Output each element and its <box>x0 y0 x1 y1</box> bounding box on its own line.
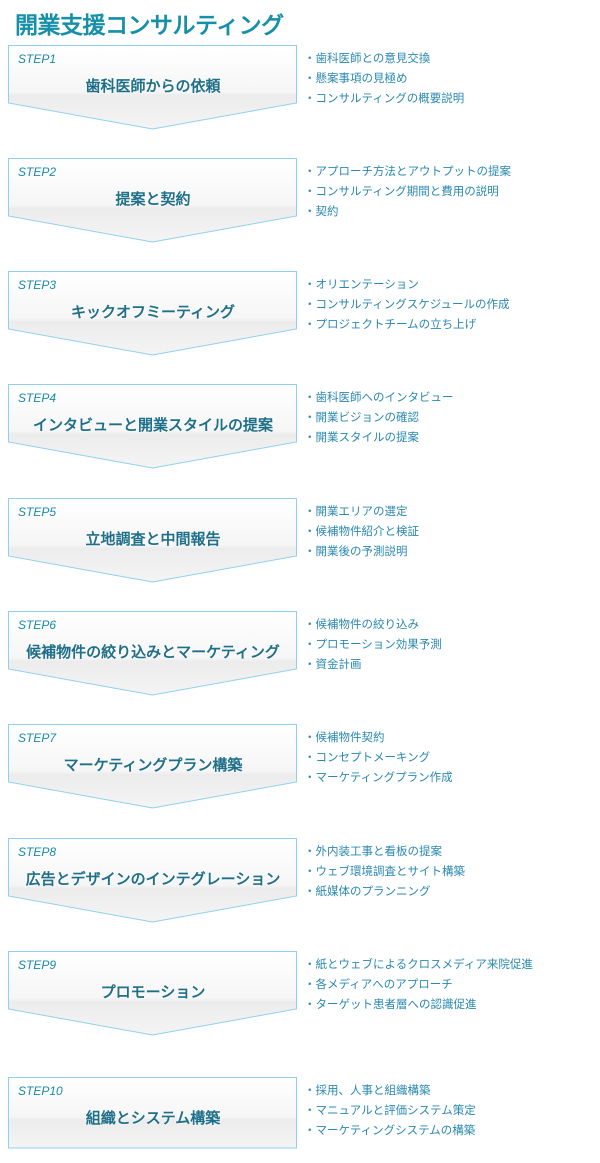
step-title: 広告とデザインのインテグレーション <box>25 870 281 888</box>
step-title: 歯科医師からの依頼 <box>85 77 221 95</box>
step-details: アプローチ方法とアウトプットの提案コンサルティング期間と費用の説明契約 <box>304 161 512 221</box>
step-title: 候補物件の絞り込みとマーケティング <box>26 643 280 661</box>
step-title: 提案と契約 <box>115 190 191 208</box>
step-detail-item: 各メディアへのアプローチ <box>304 974 533 994</box>
step-label: STEP10 <box>18 1084 63 1098</box>
step-box: STEP6 候補物件の絞り込みとマーケティング <box>8 611 298 697</box>
step-detail-item: 資金計画 <box>304 654 442 674</box>
step-detail-item: マニュアルと評価システム策定 <box>304 1100 476 1120</box>
step-box: STEP3 キックオフミーティング <box>8 271 298 357</box>
step-detail-item: 候補物件の絞り込み <box>304 614 442 634</box>
step-details: 採用、人事と組織構築マニュアルと評価システム策定マーケティングシステムの構築 <box>304 1080 476 1140</box>
step-detail-item: 歯科医師との意見交換 <box>304 48 464 68</box>
step-box: STEP1 歯科医師からの依頼 <box>8 45 298 131</box>
step-details: 歯科医師との意見交換懸案事項の見極めコンサルティングの概要説明 <box>304 48 465 108</box>
step-box: STEP4 インタビューと開業スタイルの提案 <box>8 384 298 470</box>
page-title: 開業支援コンサルティング <box>15 13 284 39</box>
step-label: STEP6 <box>18 618 57 632</box>
step-detail-item: 契約 <box>304 201 511 221</box>
step-detail-item: コンセプトメーキング <box>304 747 453 767</box>
step-detail-item: 歯科医師へのインタビュー <box>304 387 454 407</box>
step-detail-item: 懸案事項の見極め <box>304 68 464 88</box>
step-detail-item: コンサルティングスケジュールの作成 <box>304 294 510 314</box>
step-details: 開業エリアの選定候補物件紹介と検証開業後の予測説明 <box>304 501 420 561</box>
step-details: 候補物件の絞り込みプロモーション効果予測資金計画 <box>304 614 442 674</box>
step-detail-item: マーケティングプラン作成 <box>304 767 453 787</box>
step-title: プロモーション <box>100 983 206 1001</box>
step-detail-item: 外内装工事と看板の提案 <box>304 841 465 861</box>
step-arrow-shape <box>8 384 297 469</box>
step-detail-item: マーケティングシステムの構築 <box>304 1120 476 1140</box>
step-detail-item: オリエンテーション <box>304 274 510 294</box>
step-label: STEP4 <box>18 391 57 405</box>
step-detail-item: 候補物件紹介と検証 <box>304 521 420 541</box>
step-arrow-shape <box>8 498 297 583</box>
step-arrow-shape <box>8 158 297 243</box>
step-details: 候補物件契約コンセプトメーキングマーケティングプラン作成 <box>304 727 453 787</box>
step-title: 立地調査と中間報告 <box>85 530 221 548</box>
step-label: STEP5 <box>18 505 57 519</box>
step-title: キックオフミーティング <box>70 303 236 321</box>
step-title: マーケティングプラン構築 <box>63 756 243 774</box>
step-box: STEP7 マーケティングプラン構築 <box>8 724 298 810</box>
step-details: 歯科医師へのインタビュー開業ビジョンの確認開業スタイルの提案 <box>304 387 454 447</box>
step-label: STEP1 <box>18 52 57 66</box>
step-arrow-shape <box>8 1077 297 1149</box>
step-detail-item: 紙とウェブによるクロスメディア来院促進 <box>304 954 533 974</box>
step-detail-item: 開業スタイルの提案 <box>304 427 454 447</box>
step-details: 外内装工事と看板の提案ウェブ環境調査とサイト構築紙媒体のプランニング <box>304 841 466 901</box>
step-detail-item: 採用、人事と組織構築 <box>304 1080 476 1100</box>
step-arrow-shape <box>8 611 297 696</box>
step-arrow-shape <box>8 724 297 809</box>
step-detail-item: プロモーション効果予測 <box>304 634 442 654</box>
step-box: STEP2 提案と契約 <box>8 158 298 244</box>
step-box: STEP10 組織とシステム構築 <box>8 1077 298 1163</box>
step-label: STEP8 <box>18 845 57 859</box>
step-detail-item: 紙媒体のプランニング <box>304 881 465 901</box>
step-detail-item: プロジェクトチームの立ち上げ <box>304 314 510 334</box>
step-title: 組織とシステム構築 <box>85 1109 221 1127</box>
step-detail-item: コンサルティングの概要説明 <box>304 88 465 108</box>
step-label: STEP7 <box>18 731 57 745</box>
step-detail-item: 候補物件契約 <box>304 727 453 747</box>
step-arrow-shape <box>8 951 297 1036</box>
step-label: STEP9 <box>18 958 57 972</box>
step-detail-item: 開業後の予測説明 <box>304 541 419 561</box>
step-detail-item: コンサルティング期間と費用の説明 <box>304 181 511 201</box>
step-box: STEP8 広告とデザインのインテグレーション <box>8 838 298 924</box>
step-box: STEP5 立地調査と中間報告 <box>8 498 298 584</box>
step-detail-item: ウェブ環境調査とサイト構築 <box>304 861 466 881</box>
step-title: インタビューと開業スタイルの提案 <box>32 416 273 434</box>
step-label: STEP2 <box>18 165 57 179</box>
step-details: 紙とウェブによるクロスメディア来院促進各メディアへのアプローチターゲット患者層へ… <box>304 954 533 1014</box>
step-detail-item: 開業ビジョンの確認 <box>304 407 454 427</box>
step-arrow-shape <box>8 838 297 923</box>
step-arrow-shape <box>8 45 297 130</box>
step-box: STEP9 プロモーション <box>8 951 298 1037</box>
step-label: STEP3 <box>18 278 57 292</box>
step-detail-item: アプローチ方法とアウトプットの提案 <box>304 161 512 181</box>
step-detail-item: ターゲット患者層への認識促進 <box>304 994 533 1014</box>
step-details: オリエンテーションコンサルティングスケジュールの作成プロジェクトチームの立ち上げ <box>304 274 510 334</box>
step-arrow-shape <box>8 271 297 356</box>
step-detail-item: 開業エリアの選定 <box>304 501 419 521</box>
